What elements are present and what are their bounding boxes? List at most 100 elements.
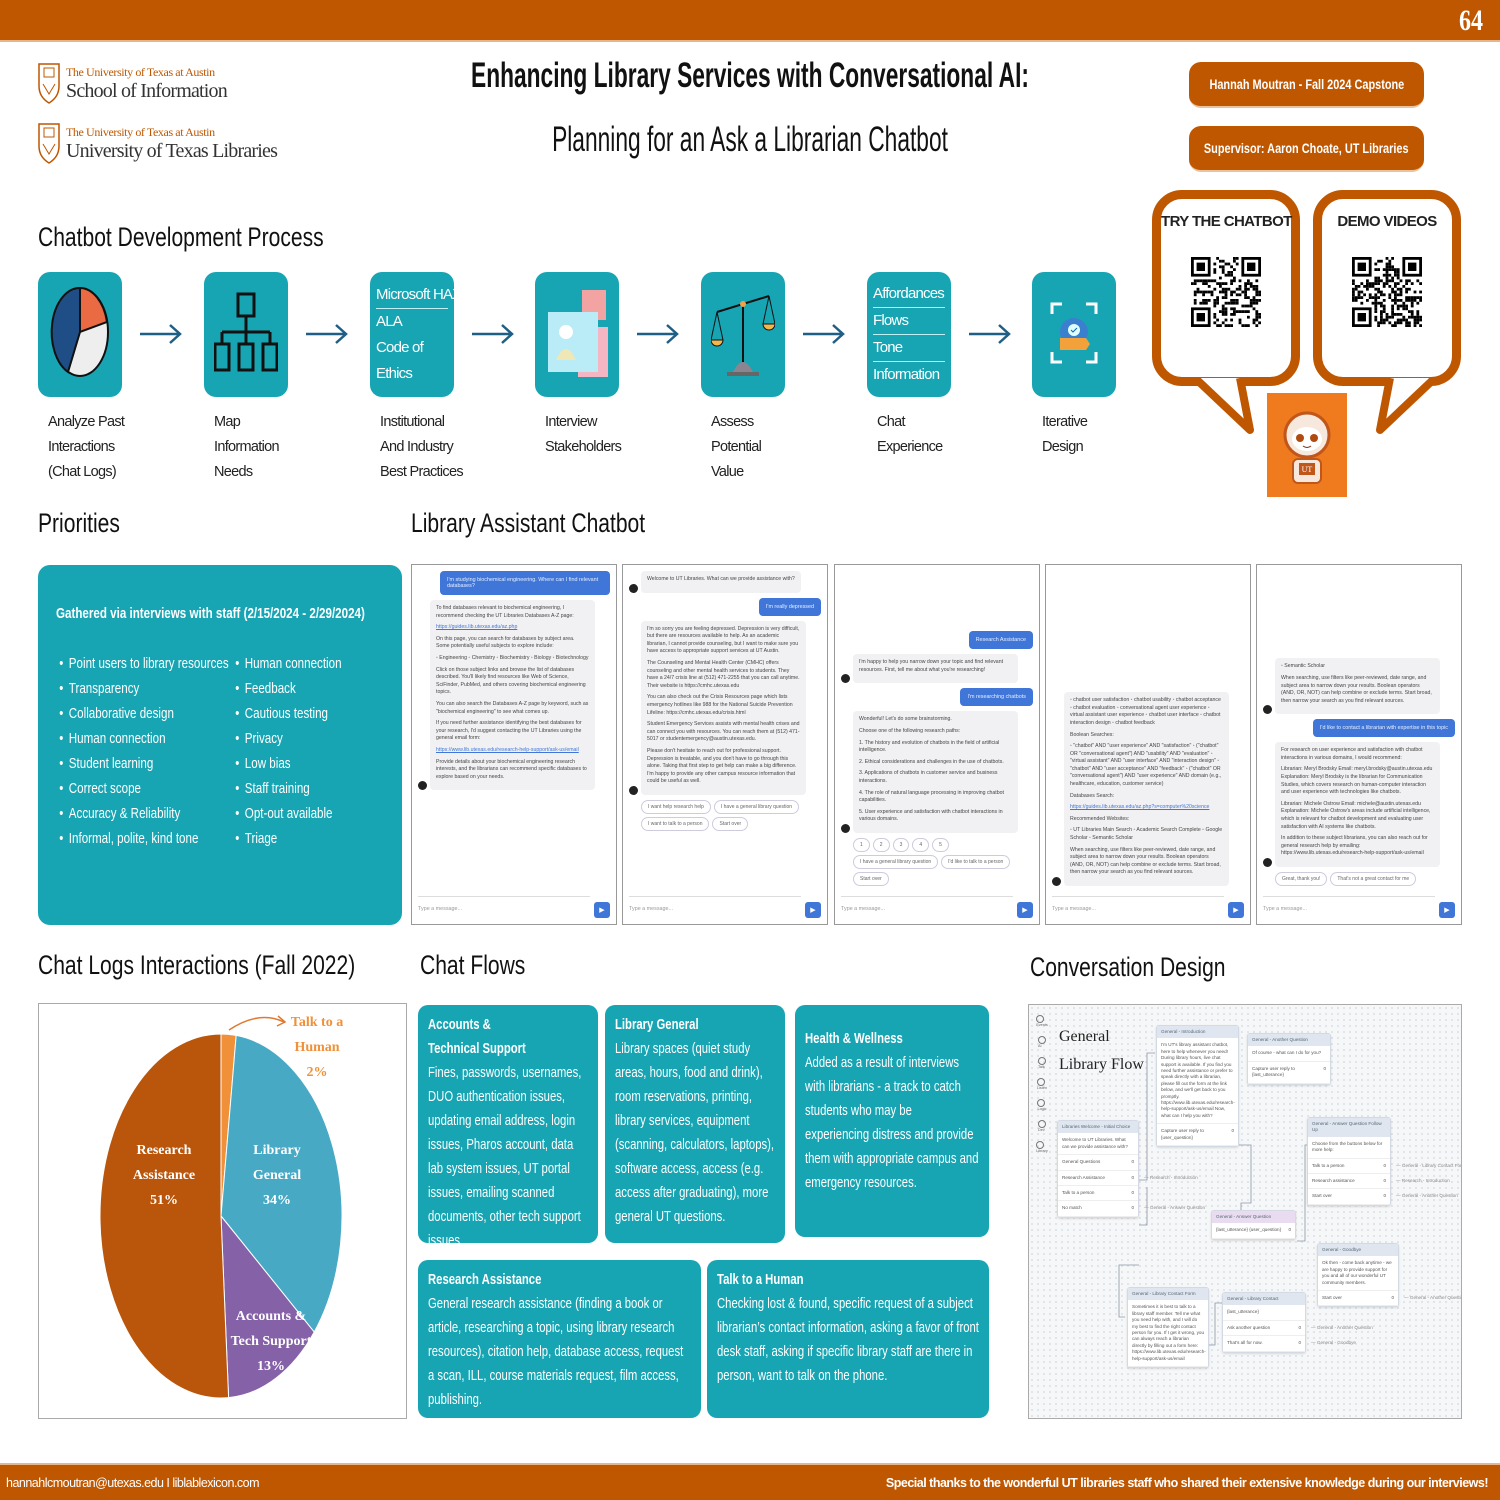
tool-label: Logic	[1037, 1107, 1047, 1111]
pie-slice-label: 34%	[263, 1193, 291, 1208]
quick-reply-button[interactable]: That's not a great contact for me	[1330, 872, 1417, 886]
flow-node-option[interactable]: Capture user reply to {user_question}0	[1157, 1124, 1238, 1147]
sidebar-tool[interactable]: Listen	[1036, 1078, 1047, 1090]
sidebar-tool[interactable]: Library	[1036, 1141, 1048, 1153]
quick-reply-button[interactable]: I have a general library question	[853, 855, 939, 869]
quick-reply-button[interactable]: Great, thank you!	[1275, 872, 1328, 886]
diagram-title-line: General	[1059, 1028, 1110, 1045]
bot-message-bubble: To find databases relevant to biochemica…	[430, 600, 595, 791]
message-input[interactable]: Type a message...	[841, 896, 1013, 920]
sidebar-tool[interactable]: AI	[1038, 1036, 1046, 1048]
bot-message: I'm so sorry you are feeling depressed. …	[629, 620, 821, 795]
send-icon[interactable]: ▶	[1017, 902, 1033, 918]
option-label: Talk to a person	[1312, 1162, 1345, 1168]
logo-line1: The University of Texas at Austin	[66, 124, 215, 139]
priority-item: Informal, polite, kind tone	[56, 830, 232, 849]
sidebar-tool[interactable]: Logic	[1037, 1099, 1047, 1111]
sidebar-tool[interactable]: Talk	[1038, 1057, 1046, 1069]
tool-icon	[1036, 1015, 1045, 1023]
flow-node-message: Welcome to UT Libraries. What can we pro…	[1058, 1133, 1138, 1156]
process-step-label-line: Institutional	[380, 414, 445, 430]
flow-node-message: Of course - what can I do for you?	[1248, 1046, 1330, 1062]
quick-reply-button[interactable]: 2	[872, 838, 890, 852]
chat-messages: I'm studying biochemical engineering. Wh…	[412, 565, 616, 892]
option-count: 0	[1391, 1295, 1394, 1301]
pie-slice-label: Library	[253, 1143, 300, 1158]
bot-message-text: The Counseling and Mental Health Center …	[647, 659, 800, 689]
bot-message-text: In addition to these subject librarians,…	[1281, 835, 1428, 857]
flow-node-option[interactable]: That's all for now.0— General - Goodbye	[1223, 1336, 1356, 1352]
flow-card-health: Health & Wellness Added as a result of i…	[795, 1005, 989, 1237]
ut-shield-icon	[38, 63, 60, 104]
flow-node-option[interactable]: Capture user reply to {last_utterance}0	[1248, 1062, 1330, 1084]
send-icon[interactable]: ▶	[1228, 902, 1244, 918]
quick-reply-button[interactable]: 4	[912, 838, 930, 852]
quick-reply-button[interactable]: 5	[932, 838, 949, 852]
step-box-line: Ethics	[376, 365, 413, 382]
quick-reply-button[interactable]: 3	[892, 838, 910, 852]
bot-message: Welcome to UT Libraries. What can we pro…	[629, 571, 821, 593]
quick-reply-button[interactable]: I want help research help	[641, 799, 711, 814]
process-step-label-line: Experience	[877, 439, 943, 455]
step-box-line: Microsoft HAX	[376, 282, 462, 309]
message-input[interactable]: Type a message...	[1052, 896, 1224, 920]
quick-reply-button[interactable]: I want to talk to a person	[641, 816, 710, 831]
option-count: 0	[1131, 1190, 1134, 1196]
bot-message-text: Librarian: Meryl Brodsky Email: meryl.br…	[1281, 766, 1433, 796]
send-icon[interactable]: ▶	[805, 902, 821, 918]
bot-message-text: On this page, you can search for databas…	[436, 635, 575, 650]
scale-icon	[710, 282, 776, 387]
qr-code-icon[interactable]	[1352, 240, 1422, 344]
bot-message: Wonderful! Let's do some brainstorming.C…	[841, 711, 1033, 833]
bot-message-text: 1. The history and evolution of chatbots…	[859, 739, 1000, 754]
qr-code-icon[interactable]	[1191, 240, 1261, 344]
sidebar-tool[interactable]: Dev	[1038, 1120, 1046, 1132]
send-icon[interactable]: ▶	[1439, 902, 1455, 918]
quick-reply-button[interactable]: I have a general library question	[713, 799, 800, 814]
bot-message-bubble: Welcome to UT Libraries. What can we pro…	[641, 571, 801, 593]
flow-node[interactable]: General - Library Contact{last_utterance…	[1222, 1292, 1373, 1353]
option-target: — General - Goodbye	[1311, 1340, 1356, 1346]
quick-reply-button[interactable]: Start over	[712, 816, 749, 831]
message-input[interactable]: Type a message...	[629, 896, 801, 920]
footer-contact[interactable]: hannahlcmoutran@utexas.edu I liblablexic…	[6, 1476, 260, 1490]
sidebar-tool[interactable]: Events	[1036, 1015, 1048, 1027]
bot-message-text: For research on user experience and sati…	[1281, 747, 1423, 761]
flow-node[interactable]: General - Answer Question{last_utterance…	[1211, 1210, 1296, 1240]
step-box-line: Affordances	[873, 281, 945, 308]
bot-message-text: You can also search the Databases A-Z pa…	[436, 700, 589, 715]
send-icon[interactable]: ▶	[594, 902, 610, 918]
flow-card-title: Library General	[615, 1017, 699, 1033]
tool-icon	[1038, 1057, 1046, 1065]
process-step-label-line: Interview	[545, 414, 597, 430]
flow-card-talk-human: Talk to a Human Checking lost & found, s…	[707, 1260, 989, 1418]
quick-reply-button[interactable]: I'd like to talk to a person	[941, 855, 1011, 869]
message-input[interactable]: Type a message...	[418, 896, 590, 920]
bot-avatar-icon	[841, 824, 850, 833]
bot-message-bubble: Wonderful! Let's do some brainstorming.C…	[853, 711, 1018, 833]
poster-title: Enhancing Library Services with Conversa…	[471, 56, 1029, 95]
flow-node-option[interactable]: {last_utterance} {user_question}0	[1212, 1223, 1295, 1239]
quick-reply-button[interactable]: Start over	[853, 872, 889, 886]
message-input[interactable]: Type a message...	[1263, 896, 1435, 920]
quick-reply-button[interactable]: 1	[853, 838, 870, 852]
